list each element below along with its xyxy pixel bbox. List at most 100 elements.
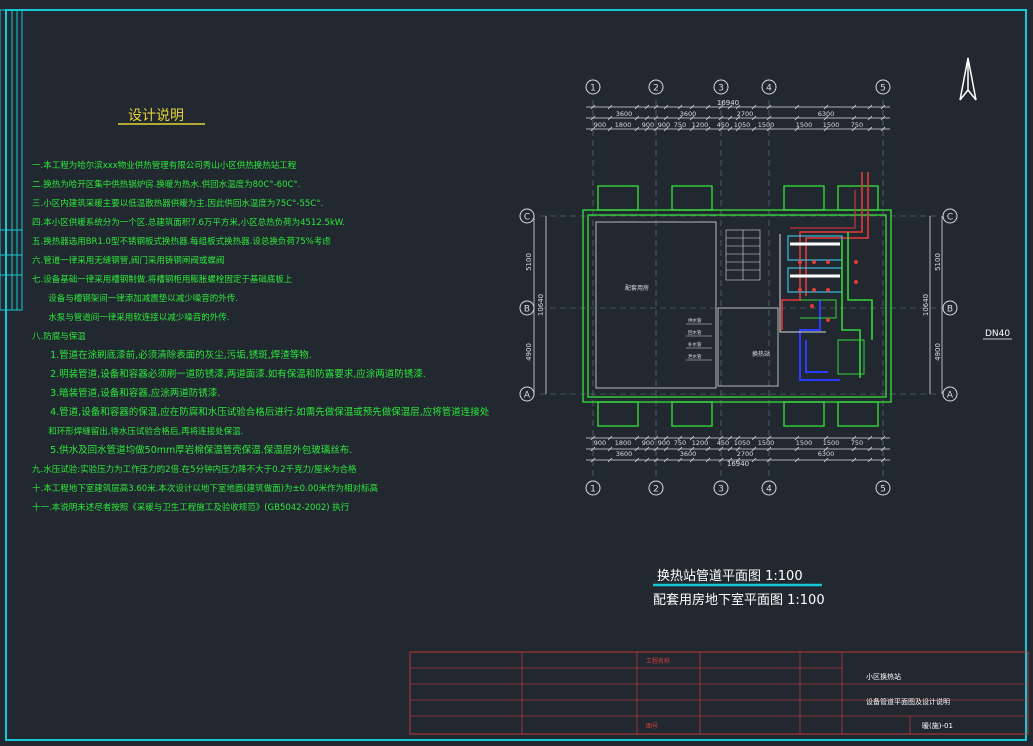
- axis-bubble: [713, 79, 729, 95]
- axis-label: 5: [880, 84, 886, 94]
- note-line: 八.防腐与保温: [32, 331, 86, 342]
- axis-label: C: [524, 213, 530, 223]
- pipe-size-label: DN40: [985, 329, 1010, 339]
- note-line: 4.管道,设备和容器的保温,应在防腐和水压试验合格后进行.如需先做保温或预先做保…: [32, 406, 490, 418]
- note-line: 六.管道一律采用无缝钢管,阀门采用铸钢闸阀或蝶阀: [32, 255, 224, 266]
- dim-value: 750: [674, 121, 686, 129]
- note-line: 二.换热为哈开区集中供热锅炉房.换暖为热水.供回水温度为80C°-60C°.: [32, 179, 300, 190]
- dim-value: 1500: [758, 439, 775, 447]
- axis-label: A: [524, 391, 531, 401]
- axis-bubble: [519, 208, 535, 224]
- axis-bubble: [875, 79, 891, 95]
- titleblock-project: 小区换热站: [866, 672, 901, 681]
- dim-value: 3600: [680, 110, 697, 118]
- total-width-bottom: 16940: [727, 460, 749, 468]
- dim-value: 1800: [615, 121, 632, 129]
- titleblock-drawing-name: 设备管道平面图及设计说明: [866, 697, 950, 706]
- dim-value: 1500: [796, 121, 813, 129]
- legend-label: 补水管: [688, 341, 702, 348]
- stair: [725, 229, 761, 281]
- side-dim-lower-right: 4900: [934, 343, 942, 361]
- note-line: 三.小区内建筑采暖主要以低温散热器供暖为主.因此供回水温度为75C°-55C°.: [32, 198, 323, 209]
- axis-label: A: [947, 391, 954, 401]
- axis-bubble: [648, 480, 664, 496]
- dim-value: 1500: [823, 439, 840, 447]
- axis-bubble: [519, 386, 535, 402]
- floor-plan[interactable]: 16940 3600 3600 2700 6300 900 1800 900 900 750 1…: [519, 79, 1012, 496]
- dim-value: 3600: [616, 110, 633, 118]
- title-block: 小区换热站 设备管道平面图及设计说明 暖(施)-01 工程名称 图号: [409, 651, 1029, 735]
- valves: [798, 260, 858, 322]
- axis-label: 2: [653, 485, 659, 495]
- note-line: 5.供水及回水管道均做50mm厚岩棉保温管壳保温.保温层外包玻璃丝布.: [32, 444, 352, 456]
- titleblock-drawing-no: 暖(施)-01: [922, 721, 953, 730]
- dims-top-level1: 3600 3600 2700 6300: [616, 110, 835, 118]
- piping: [779, 172, 873, 381]
- dim-value: 900: [658, 121, 670, 129]
- building-walls: [582, 185, 892, 427]
- legend-label: 泄水管: [688, 353, 702, 360]
- side-dim-lower-left: 4900: [525, 343, 533, 361]
- room-label-heat-station: 换热站: [752, 350, 770, 358]
- axis-bubble: [942, 386, 958, 402]
- axis-bubble: [585, 79, 601, 95]
- dim-value: 450: [717, 439, 729, 447]
- notes-lines: 一.本工程为哈尔滨xxx物业供热管理有限公司秀山小区供热换热站工程二.换热为哈开…: [32, 160, 490, 513]
- drawing-frame: [0, 9, 1027, 741]
- note-line: 七.设备基础一律采用槽钢制做.将槽钢柜用膨胀螺栓固定于基础底板上: [32, 274, 293, 285]
- dim-value: 1200: [692, 121, 709, 129]
- note-line: 一.本工程为哈尔滨xxx物业供热管理有限公司秀山小区供热换热站工程: [32, 160, 297, 171]
- note-line: 十.本工程地下室建筑层高3.60米.本次设计以地下室地面(建筑做面)为±0.00…: [32, 483, 378, 494]
- dim-value: 900: [642, 439, 654, 447]
- note-line: 水泵与管道间一律采用软连接以减少噪音的外传.: [32, 312, 229, 323]
- note-line: 十一.本说明未述尽者按照《采暖与卫生工程施工及验收规范》(GB5042-2002…: [32, 502, 350, 513]
- dim-value: 750: [674, 439, 686, 447]
- note-line: 和环形焊缝留出,待水压试验合格后,再将连接处保温.: [32, 426, 243, 437]
- dim-value: 6300: [818, 450, 835, 458]
- dim-value: 1800: [615, 439, 632, 447]
- dim-value: 1500: [758, 121, 775, 129]
- dim-value: 3600: [680, 450, 697, 458]
- side-total-left: 10640: [537, 294, 545, 316]
- axis-bubble: [648, 79, 664, 95]
- axis-label: 1: [590, 84, 596, 94]
- dim-value: 750: [851, 439, 863, 447]
- dim-value: 1500: [796, 439, 813, 447]
- dim-value: 2700: [737, 110, 754, 118]
- axis-bubble: [761, 79, 777, 95]
- legend-label: 回水管: [688, 329, 702, 336]
- axis-label: 3: [718, 485, 724, 495]
- note-line: 设备与槽钢架间一律添加减震垫以减少噪音的外传.: [32, 293, 238, 304]
- axis-label: B: [524, 305, 530, 315]
- main-title: 换热站管道平面图 1:100: [657, 569, 803, 584]
- room-label-auxiliary: 配套用房: [625, 284, 649, 292]
- dim-value: 6300: [818, 110, 835, 118]
- note-line: 3.暗装管道,设备和容器,应涂两道防锈漆.: [32, 387, 220, 399]
- dim-value: 450: [717, 121, 729, 129]
- axis-bubble: [519, 300, 535, 316]
- note-line: 九.水压试验:实验压力为工作压力的2倍.在5分钟内压力降不大于0.2千克力/厘米…: [32, 464, 357, 475]
- sub-title: 配套用房地下室平面图 1:100: [653, 592, 825, 608]
- notes-heading: 设计说明: [128, 108, 184, 124]
- axis-label: 1: [590, 485, 596, 495]
- axis-label: 4: [766, 84, 772, 94]
- side-total-right: 10640: [922, 294, 930, 316]
- dim-value: 1500: [823, 121, 840, 129]
- dim-value: 900: [594, 439, 606, 447]
- axis-label: B: [947, 305, 953, 315]
- dim-value: 3600: [616, 450, 633, 458]
- axis-label: C: [947, 213, 953, 223]
- axis-bubble: [942, 208, 958, 224]
- axis-bubble: [585, 480, 601, 496]
- axis-label: 3: [718, 84, 724, 94]
- legend-label: 供水管: [688, 317, 702, 324]
- axis-bubble: [942, 300, 958, 316]
- axis-label: 4: [766, 485, 772, 495]
- dim-value: 900: [658, 439, 670, 447]
